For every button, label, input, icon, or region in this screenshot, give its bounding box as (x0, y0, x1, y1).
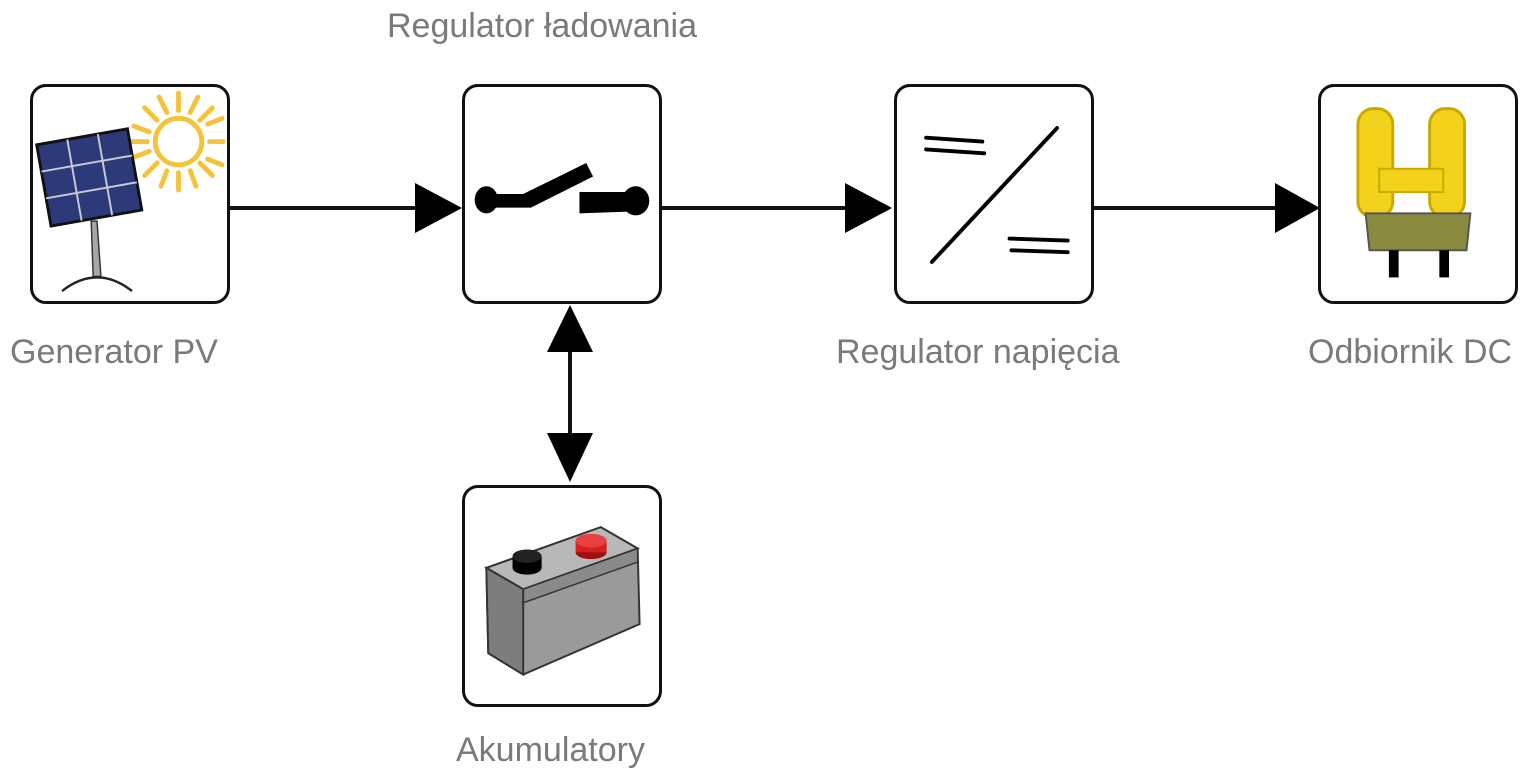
node-pv-generator (30, 84, 230, 304)
switch-icon (474, 162, 650, 216)
label-pv-generator: Generator PV (10, 333, 218, 371)
dc-dc-converter-icon (924, 126, 1070, 264)
node-dc-load (1318, 84, 1518, 304)
label-charge-controller: Regulator ładowania (387, 7, 697, 45)
arrowhead-up-to-controller (547, 305, 593, 352)
label-voltage-regulator: Regulator napięcia (836, 333, 1120, 371)
solar-panel-icon (35, 90, 226, 292)
battery-icon (484, 526, 641, 677)
arrowhead-controller-to-regulator (845, 183, 892, 233)
label-dc-load: Odbiornik DC (1308, 333, 1513, 371)
label-batteries: Akumulatory (456, 731, 645, 769)
node-charge-controller (462, 84, 662, 304)
arrowhead-regulator-to-load (1275, 183, 1320, 233)
arrowhead-pv-to-controller (415, 183, 462, 233)
arrowhead-down-to-battery (547, 433, 593, 482)
compact-lamp-icon (1356, 107, 1472, 278)
node-batteries (462, 485, 662, 707)
node-voltage-regulator (894, 84, 1094, 304)
